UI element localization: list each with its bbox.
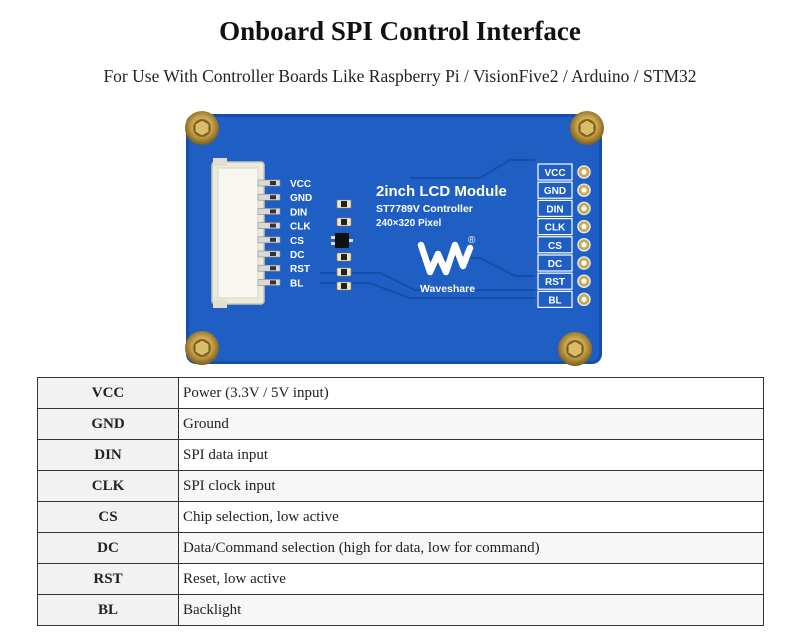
right-pin-labels: VCC GND DIN CLK CS DC RST BL (537, 163, 573, 308)
left-pin-label: DC (290, 250, 304, 261)
connector-pin (257, 250, 281, 258)
pin-name-cell: VCC (37, 377, 179, 409)
left-pin-labels: VCC GND DIN CLK CS DC RST BL (290, 179, 312, 289)
jst-connector (211, 158, 265, 308)
left-pin-label: GND (290, 193, 312, 204)
connector-pin-solder (270, 209, 276, 214)
right-pin-label-box (537, 290, 573, 308)
pin-name-cell: DIN (37, 439, 179, 471)
connector-pin (257, 236, 281, 244)
screw-top-left (185, 111, 219, 145)
connector-pins (257, 179, 281, 286)
right-pin-label-box (537, 199, 573, 218)
board-illustration: VCC GND DIN CLK CS DC RST BL 2inch LCD Module S… (185, 111, 604, 366)
pin-description-cell: SPI clock input (178, 470, 764, 502)
connector-pin (257, 279, 281, 286)
right-pin-label-box (537, 272, 573, 290)
connector-pin-solder (270, 195, 276, 200)
header-hole-center (581, 224, 587, 229)
right-pin-label-box (537, 236, 573, 254)
controller-text: ST7789V Controller (376, 203, 473, 215)
pin-description-cell: Power (3.3V / 5V input) (178, 377, 764, 409)
resolution-text: 240×320 Pixel (376, 218, 442, 229)
waveshare-logo-icon (417, 241, 474, 276)
connector-pin (257, 222, 281, 229)
pin-description-cell: Ground (178, 408, 764, 440)
connector-pin (257, 208, 281, 215)
module-title-text: 2inch LCD Module (376, 183, 507, 200)
right-pin-label: CLK (545, 223, 566, 234)
header-hole-center (581, 260, 587, 266)
brand-text: Waveshare (420, 283, 475, 295)
pin-description-cell: SPI data input (178, 439, 764, 471)
pin-name-cell: GND (37, 408, 179, 440)
screw-bottom-left (185, 331, 219, 365)
page-subtitle: For Use With Controller Boards Like Rasp… (103, 66, 697, 86)
pin-name-cell: RST (37, 563, 179, 595)
smd-components (331, 199, 353, 291)
right-header-holes (577, 165, 591, 307)
right-pin-label-box (537, 181, 573, 199)
pin-name-cell: CS (37, 501, 179, 533)
connector-pin (257, 179, 281, 187)
connector-pin-solder (270, 252, 276, 256)
right-pin-label: DIN (546, 204, 563, 215)
left-pin-label: CLK (290, 222, 311, 233)
right-pin-label: RST (545, 277, 565, 288)
right-pin-label-box (537, 217, 573, 236)
pin-description-cell: Backlight (178, 594, 764, 626)
left-pin-label: BL (290, 278, 303, 289)
left-pin-label: RST (290, 264, 310, 275)
right-pin-label-box (537, 163, 573, 181)
right-pin-label: DC (548, 259, 562, 270)
connector-pin-solder (270, 223, 276, 228)
connector-pin (257, 264, 281, 272)
connector-pin-solder (270, 237, 276, 242)
right-pin-label: BL (548, 295, 561, 306)
connector-pin-solder (270, 266, 276, 271)
screw-bottom-right (558, 332, 592, 366)
header-hole-center (581, 297, 587, 302)
screw-top-right (570, 111, 604, 145)
pin-description-cell: Data/Command selection (high for data, l… (178, 532, 764, 564)
pin-name-cell: DC (37, 532, 179, 564)
connector-pin (257, 193, 281, 201)
pin-name-cell: CLK (37, 470, 179, 502)
registered-mark: ® (468, 235, 476, 246)
connector-pin-solder (270, 181, 276, 185)
header-hole-center (581, 206, 587, 211)
left-pin-label: DIN (290, 207, 307, 218)
header-hole-center (581, 242, 587, 248)
right-pin-label: VCC (544, 168, 565, 179)
pcb-board (189, 117, 599, 361)
right-pin-label: GND (544, 186, 566, 197)
header-hole-center (581, 169, 587, 175)
pin-description-cell: Chip selection, low active (178, 501, 764, 533)
lcd-module-board-image: VCC GND DIN CLK CS DC RST BL 2inch LCD Module S… (180, 108, 610, 370)
page-title: Onboard SPI Control Interface (219, 16, 581, 46)
left-pin-label: VCC (290, 179, 311, 190)
header-hole-center (581, 187, 587, 193)
connector-pin-solder (270, 280, 276, 285)
left-pin-label: CS (290, 236, 304, 247)
right-pin-label: CS (548, 241, 562, 252)
header-hole-center (581, 278, 587, 284)
pin-name-cell: BL (37, 594, 179, 626)
pin-description-cell: Reset, low active (178, 563, 764, 595)
right-pin-label-box (537, 254, 573, 272)
